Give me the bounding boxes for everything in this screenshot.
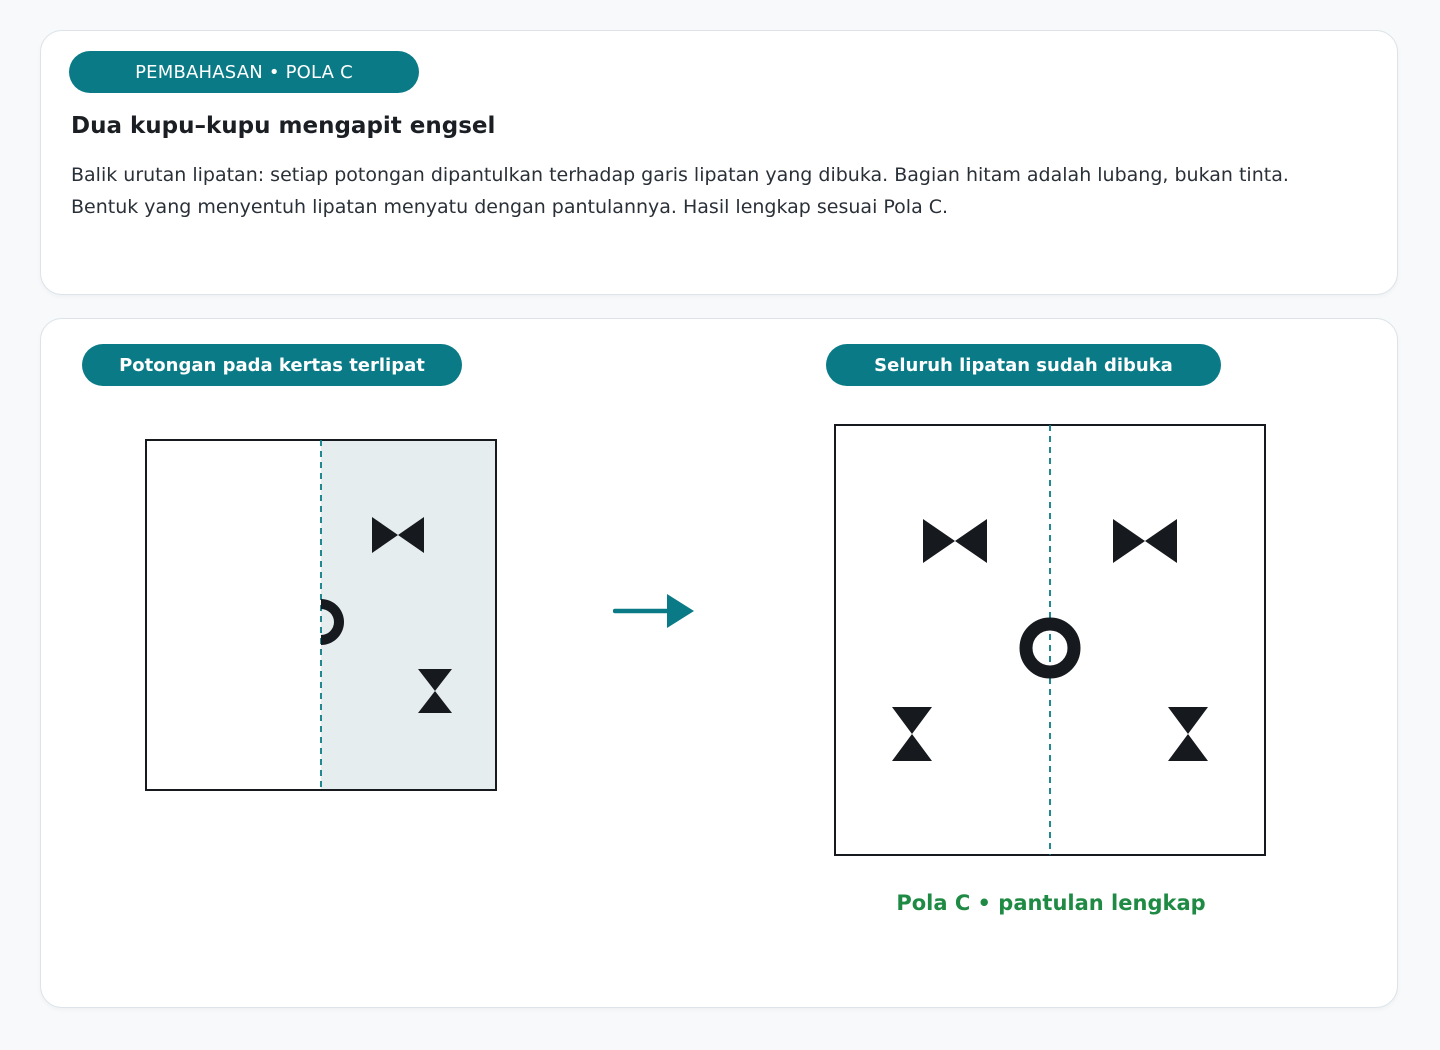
unfolded-paper-label: Seluruh lipatan sudah dibuka bbox=[826, 344, 1221, 386]
bowtie-hole bbox=[372, 517, 424, 553]
arrow-right-icon bbox=[613, 594, 694, 628]
result-caption: Pola C • pantulan lengkap bbox=[896, 891, 1206, 915]
folded-region bbox=[321, 440, 496, 790]
ring-hole bbox=[1019, 617, 1081, 679]
hourglass-hole-left bbox=[892, 707, 932, 761]
unfolded-paper-diagram bbox=[834, 424, 1266, 856]
explanation-title: Dua kupu–kupu mengapit engsel bbox=[71, 113, 496, 139]
bowtie-hole-right bbox=[1113, 519, 1177, 563]
explanation-text: Balik urutan lipatan: setiap potongan di… bbox=[71, 164, 1289, 218]
explanation-card: PEMBAHASAN • POLA C Dua kupu–kupu mengap… bbox=[40, 30, 1398, 295]
bowtie-hole-left bbox=[923, 519, 987, 563]
hourglass-hole-right bbox=[1168, 707, 1208, 761]
folded-paper-label: Potongan pada kertas terlipat bbox=[82, 344, 462, 386]
hourglass-hole bbox=[418, 669, 452, 713]
section-badge: PEMBAHASAN • POLA C bbox=[69, 51, 419, 93]
half-ring-hole bbox=[321, 599, 344, 645]
diagram-card: Potongan pada kertas terlipat Seluruh li… bbox=[40, 318, 1398, 1008]
folded-paper-diagram bbox=[145, 439, 497, 791]
